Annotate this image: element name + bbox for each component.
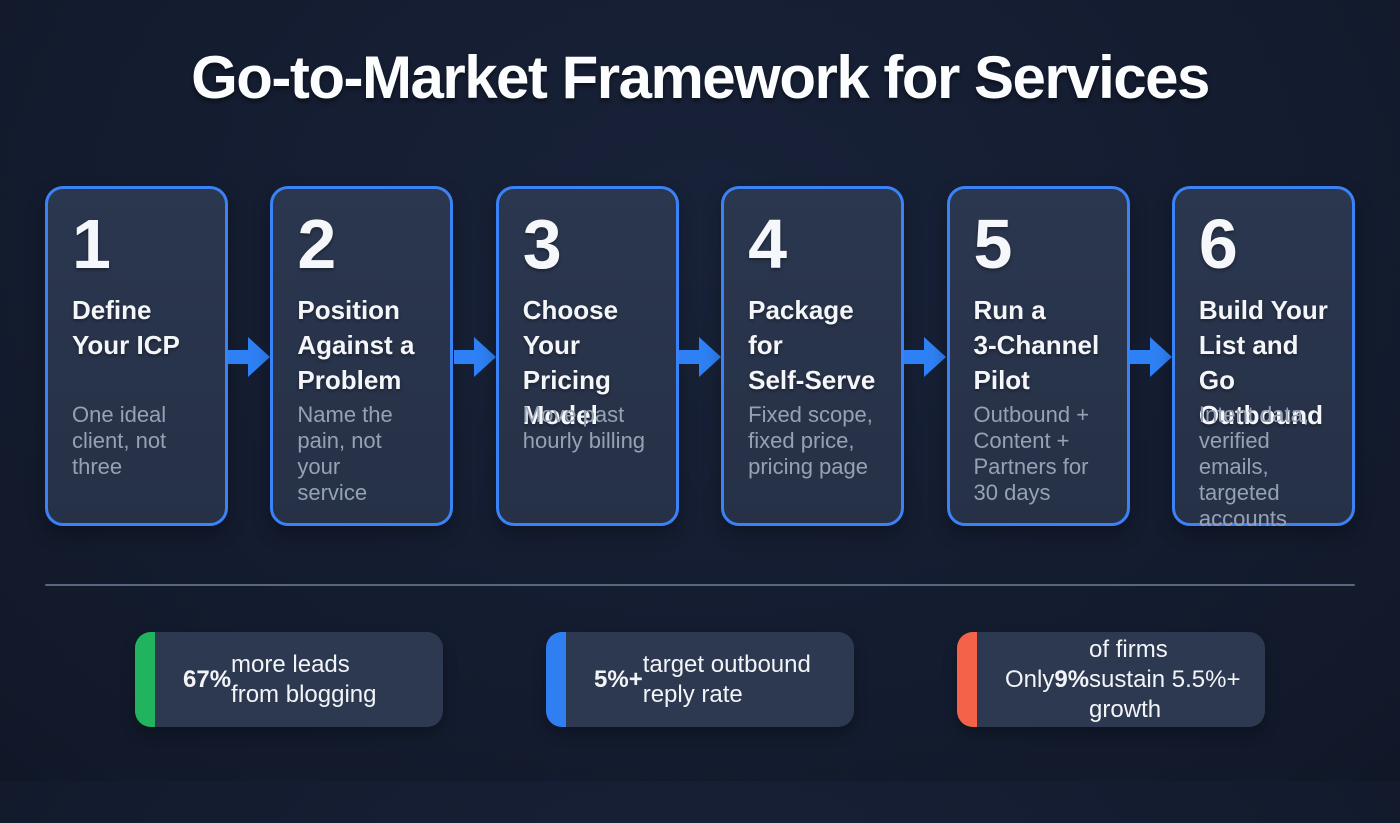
step-title: Choose Your Pricing Model xyxy=(522,295,619,431)
stats-row: 67% more leads from blogging 5%+ target … xyxy=(0,632,1400,727)
arrow-right-icon xyxy=(904,337,947,377)
stat-text: 67% more leads from blogging xyxy=(155,632,443,727)
step-number: 3 xyxy=(522,205,562,283)
stat-value: 9% xyxy=(1054,665,1090,693)
step-description: Move past hourly billing xyxy=(522,402,646,454)
stat-accent-bar xyxy=(957,632,977,727)
divider xyxy=(45,584,1355,586)
step-title: Package for Self-Serve xyxy=(748,295,876,396)
arrow-right-icon xyxy=(453,337,496,377)
stat-value: 67% xyxy=(183,665,232,693)
step-title: Define Your ICP xyxy=(72,295,180,361)
stat-accent-bar xyxy=(546,632,566,727)
step-number: 4 xyxy=(748,205,788,283)
stat-card-firm-growth: Only 9% of firms sustain 5.5%+ growth xyxy=(957,632,1265,727)
step-number: 6 xyxy=(1198,205,1238,283)
step-number: 2 xyxy=(297,205,337,283)
stat-text: Only 9% of firms sustain 5.5%+ growth xyxy=(977,632,1265,727)
stat-text-pre: Only xyxy=(1005,665,1055,693)
arrow-right-icon xyxy=(678,337,721,377)
step-title: Build Your List and Go Outbound xyxy=(1198,295,1328,431)
stat-text-rest: more leads from blogging xyxy=(231,650,377,708)
stat-value: 5%+ xyxy=(594,665,643,693)
stat-text-rest: target outbound reply rate xyxy=(642,650,811,708)
step-number: 1 xyxy=(72,205,111,283)
step-description: Outbound + Content + Partners for 30 day… xyxy=(973,402,1090,506)
step-number: 5 xyxy=(973,205,1013,283)
stat-accent-bar xyxy=(135,632,155,727)
arrow-right-icon xyxy=(228,337,271,377)
step-title: Run a 3-Channel Pilot xyxy=(973,295,1100,396)
step-title: Position Against a Problem xyxy=(297,295,415,396)
step-description: Fixed scope, fixed price, pricing page xyxy=(748,402,873,480)
step-description: One ideal client, not three xyxy=(72,402,167,480)
stat-text-rest: of firms sustain 5.5%+ growth xyxy=(1089,635,1241,723)
stat-card-reply-rate: 5%+ target outbound reply rate xyxy=(546,632,854,727)
stat-card-blogging-leads: 67% more leads from blogging xyxy=(135,632,443,727)
stat-text: 5%+ target outbound reply rate xyxy=(566,632,854,727)
step-description: Intent data, verified emails, targeted a… xyxy=(1198,402,1309,532)
arrow-right-icon xyxy=(1129,337,1172,377)
step-description: Name the pain, not your service xyxy=(297,402,393,506)
page-title: Go-to-Market Framework for Services xyxy=(191,44,1210,111)
